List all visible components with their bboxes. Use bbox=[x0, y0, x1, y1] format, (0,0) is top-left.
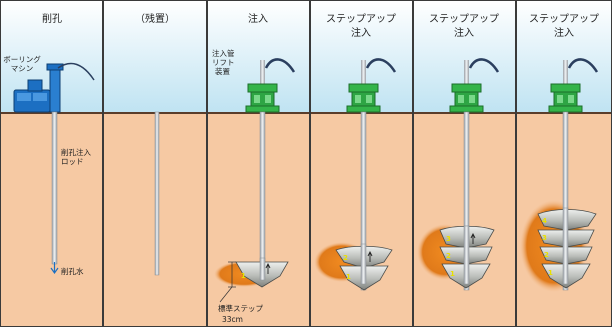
panel-1 bbox=[1, 1, 102, 326]
step-label-line2: 33cm bbox=[222, 315, 243, 324]
drilling-rod bbox=[51, 111, 58, 265]
injection-panel-3: 1 bbox=[214, 111, 289, 303]
panel-titles: 削孔 （残置） 注入 ステップアップ 注入 ステップアップ 注入 ステップアップ… bbox=[42, 12, 599, 39]
step-number-1d: 1 bbox=[548, 269, 553, 277]
rod-label-line2: ロッド bbox=[61, 157, 84, 166]
step-number-1b: 1 bbox=[346, 273, 351, 281]
panel-2-title: （残置） bbox=[135, 12, 175, 25]
lift-device-3 bbox=[245, 58, 296, 113]
lift-label: 注入管 bbox=[212, 48, 235, 58]
panel-4-title: ステップアップ bbox=[326, 13, 396, 25]
lift-label-line2: リフト bbox=[212, 58, 235, 67]
step-number-3: 3 bbox=[446, 235, 451, 243]
step-number-4: 4 bbox=[542, 217, 547, 225]
lift-device-6 bbox=[548, 58, 599, 113]
water-label: 削孔水 bbox=[61, 266, 84, 276]
boring-machine-label-line2: マシン bbox=[11, 64, 34, 73]
step-number-3b: 3 bbox=[542, 234, 547, 242]
residual-pipe bbox=[154, 111, 160, 276]
step-number-1c: 1 bbox=[450, 270, 455, 278]
rod-label: 削孔注入 bbox=[61, 147, 91, 157]
step-number-2c: 2 bbox=[544, 251, 549, 259]
injection-panel-4: 2 1 bbox=[314, 111, 393, 291]
lift-device-4 bbox=[346, 58, 397, 113]
panel-4-title-line2: 注入 bbox=[351, 26, 371, 39]
boring-machine-label: ボーリング bbox=[3, 54, 41, 64]
boring-machine bbox=[13, 62, 95, 113]
step-number-1: 1 bbox=[241, 272, 246, 280]
panel-6-title: ステップアップ bbox=[529, 13, 599, 25]
lift-device-5 bbox=[449, 58, 500, 113]
injection-panel-5: 3 2 1 bbox=[417, 111, 495, 291]
panel-4 bbox=[311, 1, 412, 326]
panel-1-title: 削孔 bbox=[42, 12, 62, 25]
water-arrow bbox=[50, 262, 59, 275]
panel-3-title: 注入 bbox=[248, 12, 268, 25]
panel-5-title: ステップアップ bbox=[429, 13, 499, 25]
step-number-2: 2 bbox=[343, 254, 348, 262]
lift-label-line3: 装置 bbox=[215, 66, 230, 76]
step-label: 標準ステップ bbox=[218, 303, 263, 313]
step-number-2b: 2 bbox=[446, 252, 451, 260]
panel-5-title-line2: 注入 bbox=[454, 26, 474, 39]
injection-panel-6: 4 3 2 1 bbox=[520, 111, 597, 292]
panel-6-title-line2: 注入 bbox=[554, 26, 574, 39]
